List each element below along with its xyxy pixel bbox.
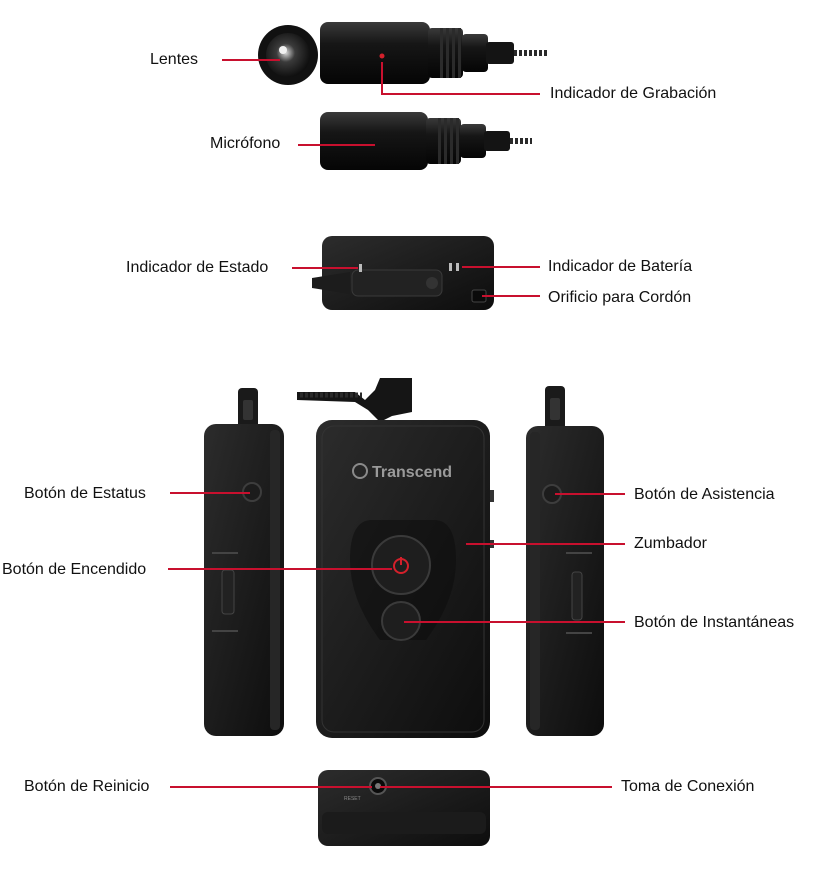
camera-barrel [320,22,430,84]
label-snapshot-button: Botón de Instantáneas [634,614,795,631]
microphone-barrel [320,112,428,170]
front-view: Transcend [297,378,494,738]
right-side-view [526,386,604,736]
right-side-body [526,426,604,736]
label-lens: Lentes [150,51,199,68]
leader-rec-indicator [381,62,540,95]
cable-connector [297,378,412,422]
battery-indicator-led-1 [449,263,452,271]
status-indicator-led [359,264,362,272]
bottom-view: RESET [318,770,490,846]
left-side-view [204,388,284,736]
leader-lines [168,59,625,788]
label-power-button: Botón de Encendido [2,561,147,578]
label-status-button: Botón de Estatus [24,485,146,502]
top-view [312,236,494,310]
lens-icon [266,33,310,77]
left-side-body [204,424,284,736]
label-buzzer: Zumbador [634,535,707,552]
camera-head [258,22,548,85]
label-connector: Toma de Conexión [621,778,755,795]
label-lanyard-hole: Orificio para Cordón [548,289,692,306]
battery-indicator-led-2 [456,263,459,271]
bottom-view-body [318,770,490,846]
rec-indicator-led [379,53,385,59]
label-reset-button: Botón de Reinicio [24,778,150,795]
label-microphone: Micrófono [210,135,281,152]
microphone-unit [320,112,532,170]
brand-logo: Transcend [372,464,452,481]
reset-mark: RESET [344,796,361,802]
label-battery-indicator: Indicador de Batería [548,258,693,275]
label-assist-button: Botón de Asistencia [634,486,775,503]
label-rec-indicator: Indicador de Grabación [550,85,717,102]
label-status-indicator: Indicador de Estado [126,259,269,276]
